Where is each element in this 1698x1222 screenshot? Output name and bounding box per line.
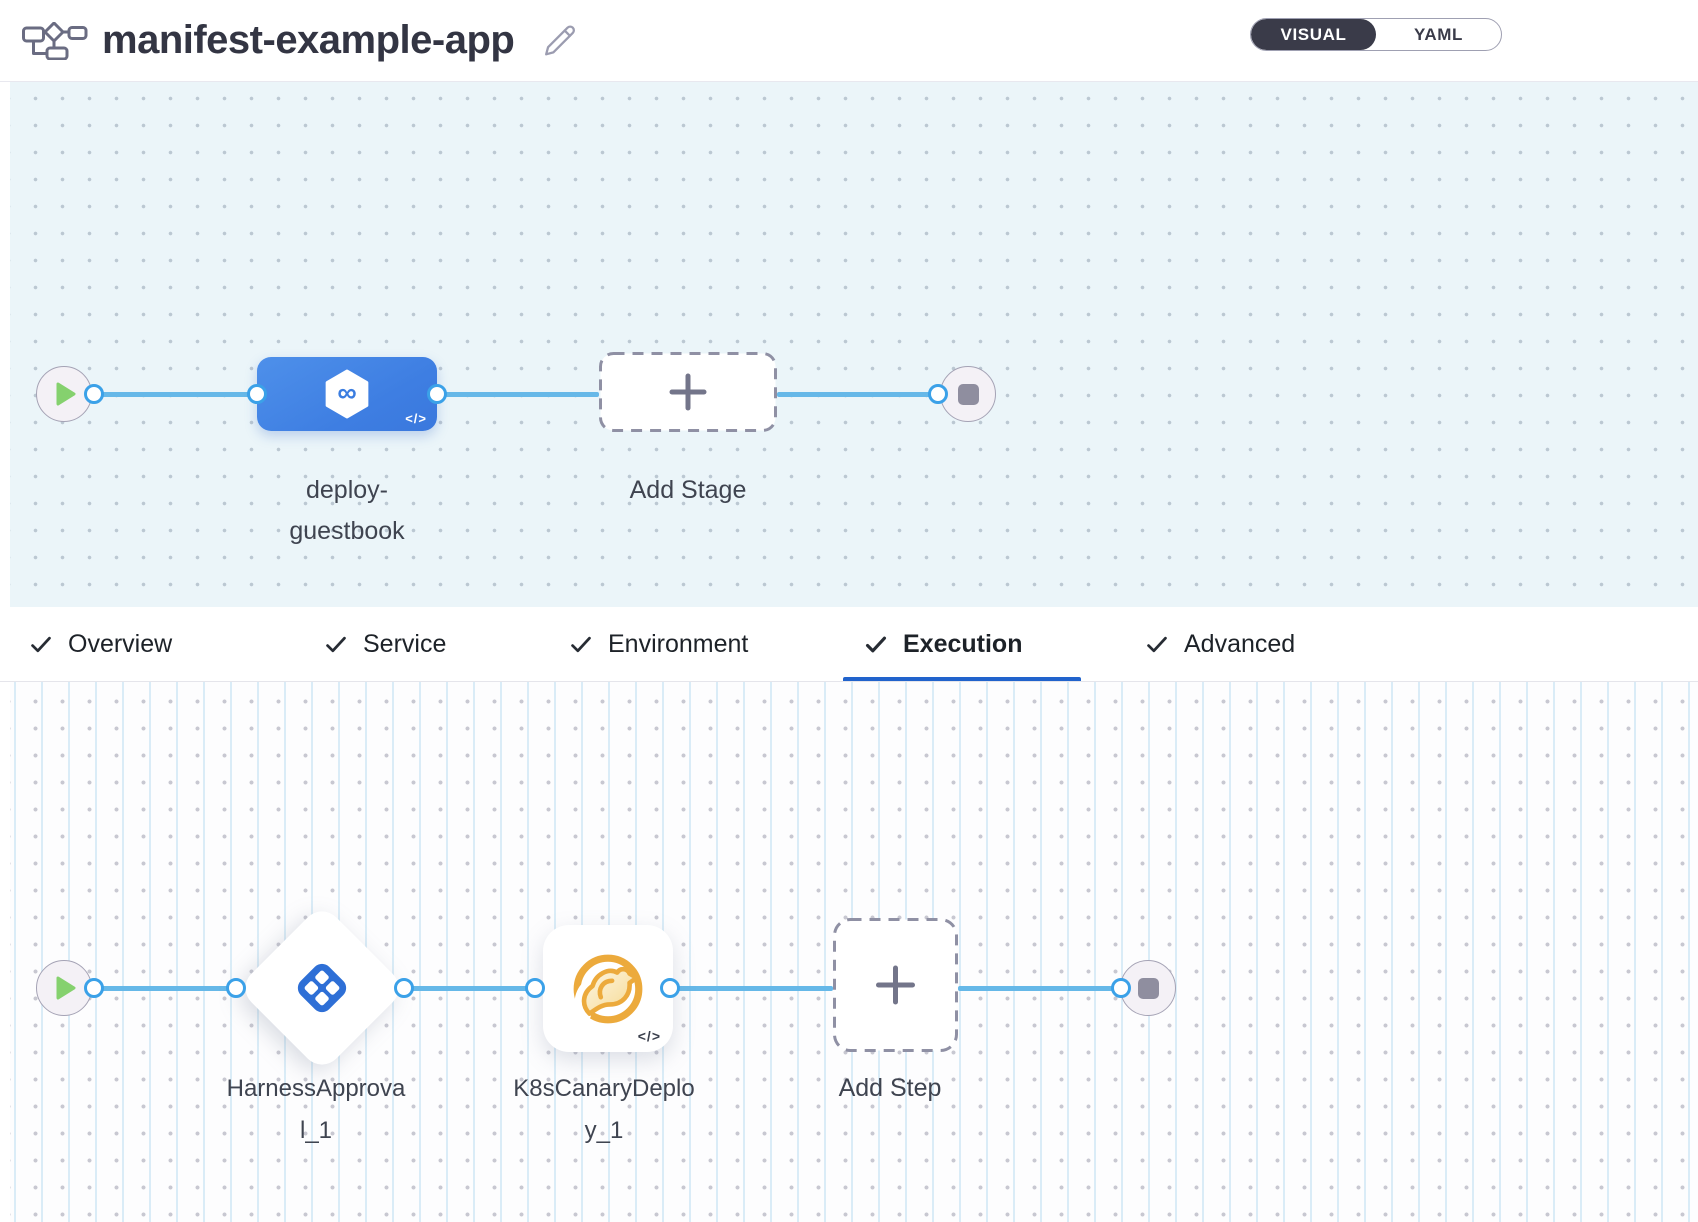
connector-port[interactable] (84, 384, 104, 404)
check-icon (1147, 636, 1167, 653)
connector-port[interactable] (84, 978, 104, 998)
stop-icon (957, 383, 979, 405)
connector-line (404, 985, 545, 991)
tab-label: Advanced (1184, 630, 1296, 658)
edit-pencil-icon[interactable] (540, 22, 578, 60)
pipeline-end-node (940, 366, 996, 422)
code-badge: </> (637, 1028, 661, 1044)
step-label-k8s-canary-deploy: K8sCanaryDeploy_1 (513, 1075, 695, 1144)
connector-port[interactable] (247, 384, 267, 404)
code-badge: </> (405, 411, 427, 426)
infinity-glyph: ∞ (337, 376, 356, 407)
cd-stage-icon: ∞ (325, 369, 369, 419)
connector-line (94, 391, 257, 397)
stage-label: deploy-guestbook (289, 476, 405, 545)
step-node-k8s-canary-deploy[interactable]: </> (543, 925, 673, 1052)
active-tab-underline (843, 677, 1081, 681)
check-icon (31, 636, 51, 653)
connector-line (94, 985, 236, 991)
tab-execution[interactable]: Execution (865, 607, 1022, 682)
connector-line (437, 391, 599, 397)
connector-line (670, 985, 833, 991)
connector-port[interactable] (226, 978, 246, 998)
connector-line (777, 391, 938, 397)
connector-line (958, 985, 1121, 991)
play-icon (56, 382, 76, 406)
connector-port[interactable] (928, 384, 948, 404)
add-step-button[interactable] (833, 918, 958, 1052)
stage-canvas: ∞ </> deploy-guestbook Add Stage (10, 82, 1698, 607)
check-icon (326, 636, 346, 653)
pipeline-start-node (36, 366, 92, 422)
connector-port[interactable] (525, 978, 545, 998)
check-icon (865, 636, 887, 653)
header: manifest-example-app VISUAL YAML (0, 0, 1698, 82)
page-title: manifest-example-app (102, 18, 515, 62)
tab-label: Environment (608, 630, 749, 658)
tab-environment[interactable]: Environment (570, 607, 748, 682)
tab-label: Execution (903, 630, 1023, 658)
stage-node-deploy-guestbook[interactable]: ∞ </> (257, 357, 437, 431)
tab-service[interactable]: Service (325, 607, 446, 682)
tab-label: Overview (68, 630, 173, 658)
view-toggle: VISUAL YAML (1250, 18, 1502, 51)
add-step-label: Add Step (838, 1074, 942, 1102)
tab-label: Service (363, 630, 447, 658)
connector-port[interactable] (427, 384, 447, 404)
step-node-harness-approval[interactable] (237, 903, 407, 1073)
stage-tabbar: Overview Service Environment Execution A… (0, 607, 1698, 682)
add-stage-button[interactable] (599, 352, 777, 432)
plus-icon (876, 965, 915, 1005)
harness-approval-icon (297, 963, 347, 1013)
add-stage-label: Add Stage (629, 476, 747, 504)
execution-canvas: </> HarnessApproval_1 K8sCanaryDeploy_1 … (10, 682, 1698, 1222)
canary-deploy-icon (573, 954, 643, 1023)
yaml-toggle-button[interactable]: YAML (1413, 24, 1463, 44)
plus-icon (669, 373, 707, 411)
connector-port[interactable] (394, 978, 414, 998)
tab-overview[interactable]: Overview (30, 607, 172, 682)
pipeline-icon (22, 21, 88, 60)
connector-port[interactable] (1111, 978, 1131, 998)
stop-icon (1137, 977, 1159, 999)
step-label-harness-approval: HarnessApproval_1 (226, 1075, 406, 1144)
check-icon (571, 636, 591, 653)
visual-toggle-button[interactable]: VISUAL (1251, 19, 1376, 50)
connector-port[interactable] (660, 978, 680, 998)
tab-advanced[interactable]: Advanced (1146, 607, 1295, 682)
play-icon (56, 976, 76, 1000)
